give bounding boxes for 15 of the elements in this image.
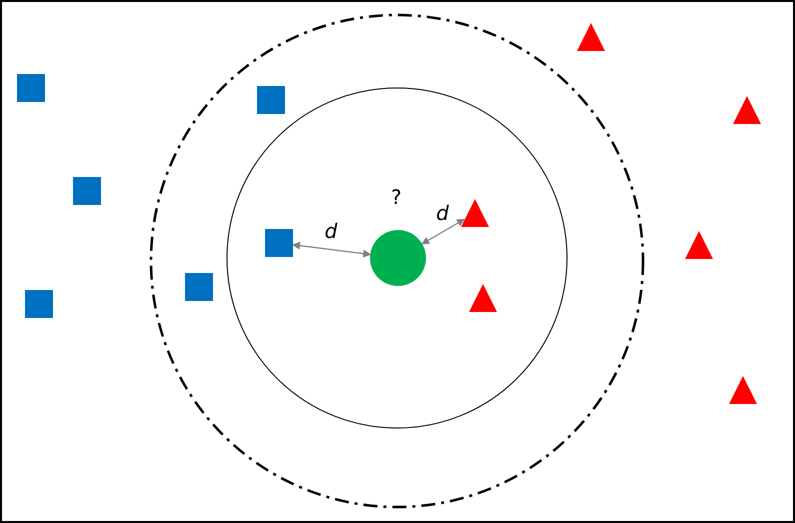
square-marker <box>25 290 53 318</box>
square-marker <box>185 273 213 301</box>
double-arrow <box>292 242 372 258</box>
double-arrow <box>421 218 465 244</box>
triangle-marker <box>469 284 497 312</box>
square-marker <box>17 74 45 102</box>
square-marker <box>73 177 101 205</box>
triangle-marker <box>685 231 713 259</box>
square-marker <box>265 229 293 257</box>
triangle-marker <box>577 23 605 51</box>
triangle-marker <box>733 96 761 124</box>
triangle-marker <box>729 376 757 404</box>
triangle-marker <box>461 199 489 227</box>
question-mark: ? <box>391 186 402 208</box>
square-marker <box>257 86 285 114</box>
